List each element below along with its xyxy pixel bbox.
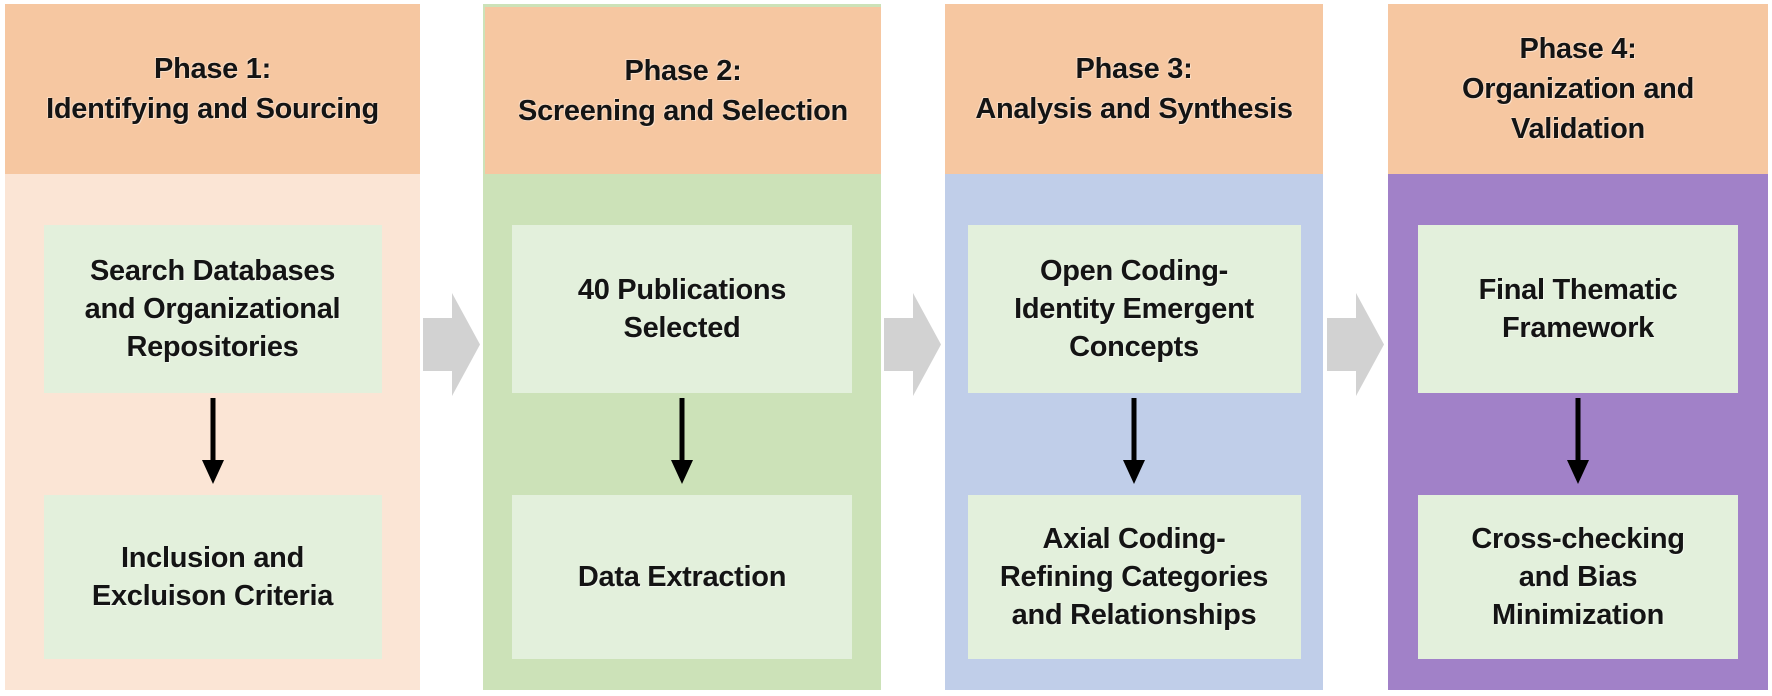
phase-1-title: Phase 1: Identifying and Sourcing	[5, 4, 420, 174]
phase-4-step-2: Cross-checking and Bias Minimization	[1418, 495, 1738, 659]
down-arrow-icon	[1123, 398, 1145, 484]
phase-3-column: Phase 3: Analysis and Synthesis Open Cod…	[945, 4, 1323, 690]
phase-3-step-2: Axial Coding- Refining Categories and Re…	[967, 495, 1301, 659]
phase-4-column: Phase 4: Organization and Validation Fin…	[1388, 4, 1768, 690]
phase-1-step-connector	[200, 393, 226, 495]
phase-1-step-2: Inclusion and Excluison Criteria	[43, 495, 382, 659]
down-arrow-icon	[671, 398, 693, 484]
next-phase-arrow-icon	[1327, 293, 1384, 396]
next-phase-arrow-icon	[423, 293, 480, 396]
phase-4-title: Phase 4: Organization and Validation	[1388, 4, 1768, 174]
phase-3-step-connector	[1121, 393, 1147, 495]
next-phase-arrow-icon	[884, 293, 941, 396]
phase-2-title: Phase 2: Screening and Selection	[485, 7, 881, 174]
phase-1-column: Phase 1: Identifying and Sourcing Search…	[5, 4, 420, 690]
phase-1-step-1: Search Databases and Organizational Repo…	[43, 225, 382, 393]
phase-4-step-connector	[1565, 393, 1591, 495]
phase-3-title: Phase 3: Analysis and Synthesis	[945, 4, 1323, 174]
phase-3-step-1: Open Coding- Identity Emergent Concepts	[967, 225, 1301, 393]
down-arrow-icon	[201, 398, 224, 484]
phase-2-step-1: 40 Publications Selected	[512, 225, 852, 393]
phase-4-step-1: Final Thematic Framework	[1418, 225, 1738, 393]
down-arrow-icon	[1567, 398, 1589, 484]
phase-2-column: Phase 2: Screening and Selection 40 Publ…	[483, 4, 881, 690]
phase-2-step-2: Data Extraction	[512, 495, 852, 659]
phase-2-step-connector	[669, 393, 695, 495]
